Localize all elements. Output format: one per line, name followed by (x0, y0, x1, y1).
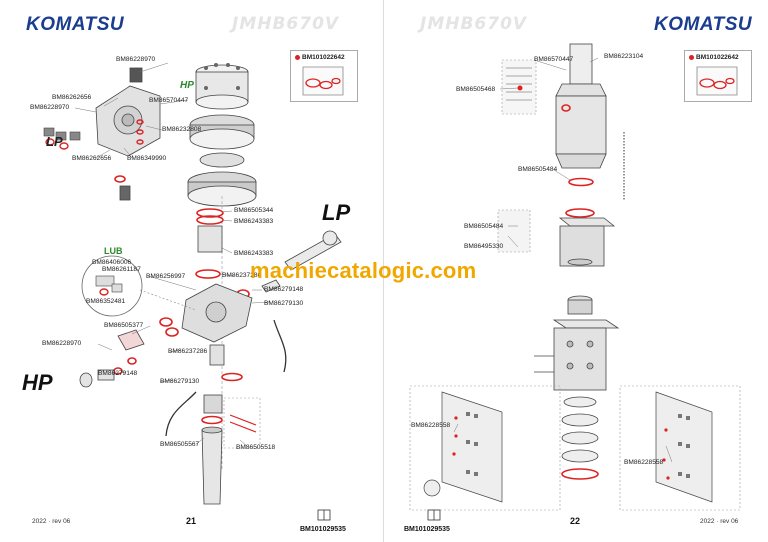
kit-code: BM101022642 (302, 54, 345, 61)
part-label: BM86505518 (236, 444, 276, 451)
footer-date: 2022 · rev 06 (700, 518, 739, 525)
part-label: BM86505484 (518, 166, 558, 173)
brand-logo: KOMATSU (26, 14, 125, 35)
part-label: BM86495330 (464, 243, 504, 250)
part-label: BM86279148 (264, 286, 304, 293)
part-label: BM86570447 (149, 97, 189, 104)
part-label: BM86352481 (86, 298, 126, 305)
part-label: BM86243383 (234, 250, 274, 257)
part-label: BM86228970 (116, 56, 156, 63)
part-label: BM86262656 (52, 94, 92, 101)
hp-small-label: HP (180, 80, 194, 91)
catalog-page-21: KOMATSU JMHB670V BM101022642 (22, 0, 384, 542)
footer-code: BM101029535 (300, 526, 346, 533)
exploded-parts-diagram-right (409, 43, 741, 511)
book-icon (427, 509, 441, 521)
seal-kit-icon (302, 66, 344, 96)
kit-box: BM101022642 (290, 50, 358, 102)
book-icon (317, 509, 331, 521)
part-label: BM86228558 (411, 422, 451, 429)
part-label: BM86279130 (160, 378, 200, 385)
lub-label: LUB (104, 246, 123, 256)
kit-dot-icon (689, 54, 694, 60)
part-label: BM86223104 (604, 53, 644, 60)
part-label: BM86256997 (146, 273, 186, 280)
part-label: BM86261187 (102, 266, 141, 273)
kit-box: BM101022642 (684, 50, 752, 102)
part-label: BM86406006 (92, 259, 132, 266)
lp-label: LP (322, 200, 351, 225)
part-label: BM86505484 (464, 223, 504, 230)
part-label: BM86505377 (104, 322, 144, 329)
model-title: JMHB670V (420, 14, 528, 34)
hp-label: HP (22, 370, 53, 395)
lp-small-label: LP (46, 134, 63, 149)
part-label: BM86279148 (98, 370, 138, 377)
part-label: BM86505468 (456, 86, 496, 93)
exploded-parts-diagram-left (43, 62, 342, 505)
part-label: BM86505344 (234, 207, 274, 214)
kit-dot-icon (295, 54, 300, 60)
page-number: 22 (570, 516, 581, 526)
footer-code: BM101029535 (404, 526, 450, 533)
part-label: BM86349990 (127, 155, 167, 162)
kit-code: BM101022642 (696, 54, 739, 61)
part-label: BM86232808 (162, 126, 202, 133)
part-label: BM86279130 (264, 300, 304, 307)
part-label: BM86262656 (72, 155, 112, 162)
part-label: BM86570447 (534, 56, 574, 63)
catalog-page-22: JMHB670V KOMATSU BM101022642 (384, 0, 768, 542)
page-number: 21 (186, 516, 197, 526)
footer-date: 2022 · rev 06 (32, 518, 71, 525)
watermark: machiecatalogic.com (250, 258, 477, 283)
part-label: BM86237286 (222, 272, 262, 279)
part-label: BM86228970 (30, 104, 70, 111)
part-label: BM86243383 (234, 218, 274, 225)
part-label: BM86505567 (160, 441, 200, 448)
part-label: BM86228970 (42, 340, 82, 347)
seal-kit-icon (696, 66, 738, 96)
part-label: BM86237286 (168, 348, 208, 355)
part-label: BM86228558 (624, 459, 664, 466)
model-title: JMHB670V (232, 14, 340, 34)
brand-logo: KOMATSU (654, 14, 753, 35)
